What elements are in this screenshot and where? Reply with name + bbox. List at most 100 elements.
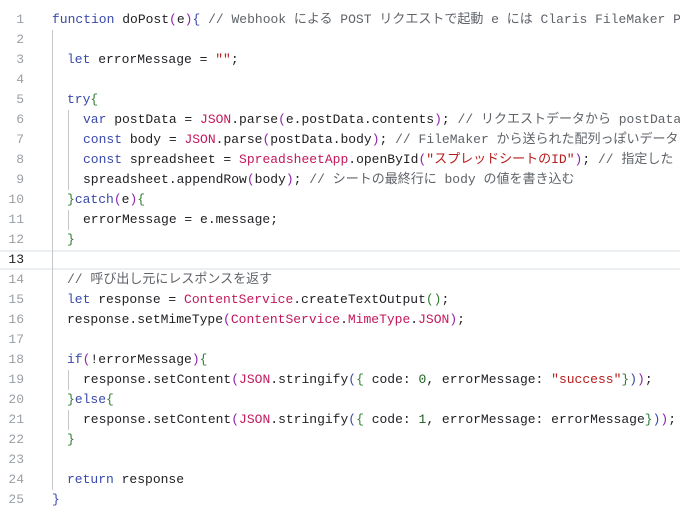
indent-guide — [52, 270, 53, 290]
code-token: } — [67, 192, 75, 207]
indent-guide — [52, 90, 53, 110]
line-number: 11 — [8, 212, 24, 227]
line-number: 6 — [16, 112, 24, 127]
code-line[interactable]: 20}else{ — [0, 390, 680, 410]
indent-guide — [52, 390, 53, 410]
code-token: errorMessage = — [90, 52, 216, 67]
line-number: 25 — [8, 492, 24, 507]
code-line[interactable]: 12} — [0, 230, 680, 250]
code-line[interactable]: 25} — [0, 490, 680, 510]
code-token: spreadsheet.appendRow — [83, 172, 247, 187]
code-token: SpreadsheetApp — [239, 152, 349, 167]
code-token: ( — [169, 12, 177, 27]
code-line[interactable]: 4 — [0, 70, 680, 90]
code-token: code: — [363, 372, 419, 387]
code-token: .openById — [348, 152, 419, 167]
code-line[interactable]: 22} — [0, 430, 680, 450]
code-token: ) — [652, 412, 661, 427]
code-token: return — [67, 472, 114, 487]
code-line[interactable]: 23 — [0, 450, 680, 470]
indent-guide — [52, 330, 53, 350]
code-token: { — [106, 392, 114, 407]
code-token: .parse — [215, 132, 263, 147]
indent-guide — [52, 130, 53, 150]
code-token: . — [340, 312, 348, 327]
code-text: }else{ — [67, 390, 114, 410]
line-number: 9 — [16, 172, 24, 187]
code-token: "" — [215, 52, 231, 67]
code-token: ) — [449, 312, 458, 327]
code-token: ; — [379, 132, 388, 147]
code-text: if(!errorMessage){ — [67, 350, 207, 370]
code-token: ) — [184, 12, 193, 27]
indent-guide — [52, 30, 53, 50]
line-number: 14 — [8, 272, 24, 287]
line-number: 8 — [16, 152, 24, 167]
code-token: e — [121, 192, 130, 207]
code-token: () — [425, 292, 442, 307]
code-token: .parse — [231, 112, 279, 127]
line-number: 15 — [8, 292, 24, 307]
code-token: postData = — [106, 112, 201, 127]
code-token: doPost — [114, 12, 170, 27]
code-token: ( — [348, 372, 357, 387]
indent-guide — [52, 410, 53, 430]
code-line[interactable]: 14 // 呼び出し元にレスポンスを返す — [0, 270, 680, 290]
line-number: 16 — [8, 312, 24, 327]
code-token: , errorMessage: errorMessage — [426, 412, 645, 427]
code-token: ; — [230, 52, 239, 67]
code-text: }catch(e){ — [67, 190, 145, 210]
code-line[interactable]: 2 — [0, 30, 680, 50]
code-token: { — [137, 192, 146, 207]
code-token: ; — [644, 372, 653, 387]
code-token: ; — [441, 292, 450, 307]
indent-guide — [52, 370, 53, 390]
code-text: } — [67, 230, 75, 250]
code-token: { — [90, 92, 99, 107]
code-line[interactable]: 10 }catch(e){ — [0, 190, 680, 210]
line-number: 10 — [8, 192, 24, 207]
indent-guide — [52, 50, 53, 70]
indent-guide — [52, 350, 53, 370]
code-line[interactable]: 11 errorMessage = e.message; — [0, 210, 680, 230]
code-token: ; — [457, 312, 465, 327]
code-token: ; — [582, 152, 591, 167]
indent-guide — [52, 250, 53, 270]
code-line[interactable]: 17 — [0, 330, 680, 350]
indent-guide — [68, 210, 69, 230]
code-text: let errorMessage = ""; — [67, 50, 239, 70]
indent-guide — [68, 410, 69, 430]
code-token: 0 — [418, 372, 427, 387]
code-token: ( — [418, 152, 427, 167]
code-token: } — [67, 232, 75, 247]
indent-guide — [52, 470, 53, 490]
code-token: ) — [285, 172, 294, 187]
indent-guide — [52, 290, 53, 310]
code-token: JSON — [239, 412, 271, 427]
indent-guide — [52, 70, 53, 90]
indent-guide — [52, 430, 53, 450]
code-token: // 指定した ID — [597, 152, 674, 167]
code-token: // 呼び出し元にレスポンスを返す — [67, 272, 273, 287]
code-token: response.setMimeType — [67, 312, 224, 327]
code-text: // 呼び出し元にレスポンスを返す — [67, 270, 272, 290]
line-number: 7 — [16, 132, 24, 147]
code-token: ContentService — [230, 312, 341, 327]
code-token: try — [67, 92, 91, 107]
code-line[interactable]: 13 — [0, 250, 680, 270]
code-text: errorMessage = e.message; — [83, 210, 278, 230]
